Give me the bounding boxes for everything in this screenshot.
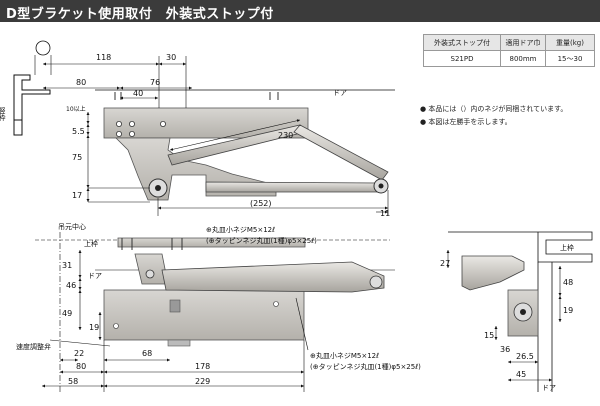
pivot-spindle-center (155, 185, 161, 191)
dim-48: 48 (563, 278, 573, 287)
spec-header-row: 外装式ストップ付 適用ドア巾 重量(kg) (423, 34, 595, 51)
bracket-front (117, 237, 306, 248)
dim-75: 75 (72, 153, 82, 162)
arm-front (161, 261, 385, 293)
dim-17: 17 (72, 191, 82, 200)
valve-screw (113, 323, 119, 329)
top-view: 竪枠 ドア (0, 40, 395, 218)
front-view: 上枠 吊元中心 ドア (16, 222, 421, 392)
spec-row: S21PD 800mm 15～30 (423, 50, 595, 67)
notes: ● 本品には（）内のネジが同梱されています。 ● 本図は左勝手を示します。 (420, 103, 567, 129)
spec-weight: 15～30 (545, 50, 595, 67)
dim-36: 36 (500, 345, 510, 354)
dim-31: 31 (62, 261, 72, 270)
label-side-frame: 上枠 (560, 243, 574, 252)
label-speed-valve: 速度調整弁 (16, 342, 51, 351)
dim-229: 229 (195, 377, 210, 386)
dim-80: 80 (76, 78, 86, 87)
screw-hole (116, 121, 123, 128)
side-view: 上枠 ドア 27 48 19 15 36 26.5 45 (440, 231, 593, 392)
dim-26-5: 26.5 (516, 352, 534, 361)
label-side-door: ドア (542, 384, 556, 392)
label-door-front: ドア (88, 272, 102, 280)
arm-shoe (134, 253, 169, 285)
dim-252: (252) (250, 199, 272, 208)
spec-header-weight: 重量(kg) (545, 34, 595, 51)
label-top-frame: 上枠 (84, 239, 98, 248)
dim-5-5: 5.5 (72, 127, 85, 136)
mount-screw (273, 301, 279, 307)
note-item: ● 本図は左勝手を示します。 (420, 118, 512, 126)
dim-76: 76 (150, 78, 160, 87)
side-arm (461, 255, 525, 291)
page-title: D型ブラケット使用取付 外装式ストップ付 (6, 7, 274, 22)
bracket-tabs (114, 92, 279, 100)
arm-pivot-left (145, 269, 155, 279)
dim-230: 230 (278, 131, 293, 140)
dim-80-front: 80 (76, 362, 86, 371)
stop-rod (205, 181, 379, 193)
dim-46: 46 (66, 281, 76, 290)
dim-15: 15 (484, 331, 494, 340)
spindle-bottom (167, 339, 191, 347)
forearm (293, 124, 389, 181)
bracket-front-screws (121, 238, 183, 250)
dim-11: 11 (380, 209, 390, 218)
spec-door-width: 800mm (500, 50, 546, 67)
dim-49: 49 (62, 309, 72, 318)
frame-profile-lower (13, 120, 23, 136)
dim-22: 22 (74, 349, 84, 358)
label-frame: 竪枠 (0, 107, 6, 122)
front-dim-lines (42, 250, 309, 392)
spindle-front (169, 299, 181, 313)
spec-header-model: 外装式ストップ付 (423, 34, 501, 51)
dim-58: 58 (68, 377, 78, 386)
title-bar: D型ブラケット使用取付 外装式ストップ付 (0, 0, 600, 22)
screw-hole (159, 121, 166, 128)
screw-note-top-1: ⊕丸皿小ネジM5×12ℓ (206, 225, 275, 234)
dim-45: 45 (516, 370, 526, 379)
closer-body-front (103, 289, 305, 341)
frame-profile (13, 74, 51, 121)
screw-hole (128, 130, 135, 137)
dim-27: 27 (440, 259, 450, 268)
spec-header-door-width: 適用ドア巾 (500, 34, 546, 51)
dim-68: 68 (142, 349, 152, 358)
screw-note-bottom-1: ⊕丸皿小ネジM5×12ℓ (310, 351, 379, 360)
screw-hole (116, 130, 123, 137)
side-frame (448, 231, 593, 263)
dim-19-side: 19 (563, 306, 573, 315)
note-text: 本品には（）内のネジが同梱されています。 (428, 105, 568, 113)
label-door-top: ドア (333, 89, 347, 97)
side-dim-lines (446, 250, 562, 382)
note-item: ● 本品には（）内のネジが同梱されています。 (420, 105, 568, 113)
hinge-circle (35, 40, 51, 56)
side-spindle-center (520, 309, 526, 315)
note-text: 本図は左勝手を示します。 (428, 118, 512, 126)
dim-178: 178 (195, 362, 210, 371)
stop-pivot-center (378, 183, 384, 189)
spec-table: 外装式ストップ付 適用ドア巾 重量(kg) S21PD 800mm 15～30 (423, 34, 595, 67)
dim-10-min: 10以上 (66, 105, 86, 113)
label-hinge-center: 吊元中心 (58, 222, 86, 231)
dim-40: 40 (133, 89, 143, 98)
top-dim-lines (43, 56, 388, 216)
screw-note-bottom-2: (⊕タッピンネジ丸皿(1種)φ5×25ℓ) (310, 362, 421, 371)
dim-30: 30 (166, 53, 176, 62)
dim-118: 118 (96, 53, 111, 62)
dim-19: 19 (89, 323, 99, 332)
screw-hole (128, 121, 135, 128)
arm-pivot-front (369, 275, 383, 289)
screw-note-top-2: (⊕タッピンネジ丸皿(1種)φ5×25ℓ) (206, 236, 317, 245)
